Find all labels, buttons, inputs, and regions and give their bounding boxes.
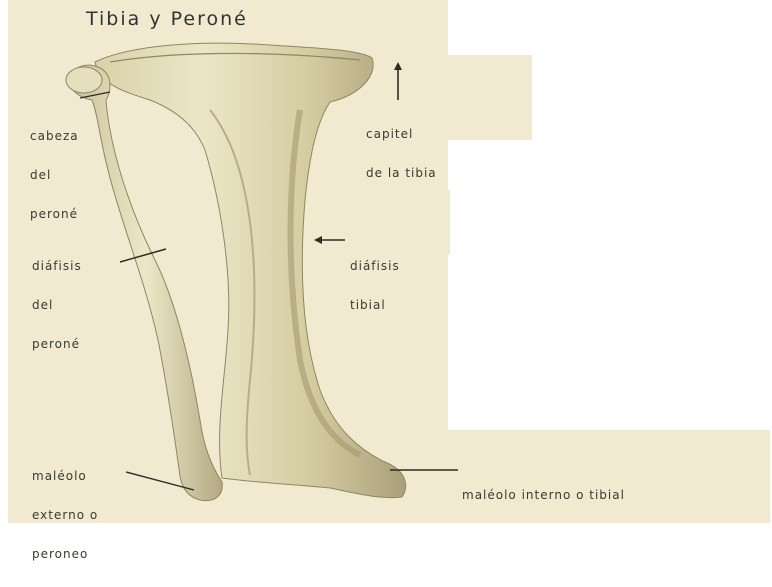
label-line: del	[30, 169, 79, 182]
label-maleolo-externo: maléolo externo o peroneo	[32, 444, 98, 587]
label-line: diáfisis	[32, 260, 82, 273]
label-line: externo o	[32, 509, 98, 522]
label-maleolo-interno: maléolo interno o tibial	[462, 463, 625, 528]
label-line: diáfisis	[350, 260, 400, 273]
label-line: del	[32, 299, 82, 312]
label-capitel-tibia: capitel de la tibia	[366, 102, 437, 206]
label-line: maléolo interno o tibial	[462, 489, 625, 502]
label-line: cabeza	[30, 130, 79, 143]
label-line: de la tibia	[366, 167, 437, 180]
label-line: peroné	[32, 338, 82, 351]
anatomy-plate: Tibia y Peroné cabeza del peroné capitel…	[0, 0, 772, 523]
label-diafisis-tibial: diáfisis tibial	[350, 234, 400, 338]
label-line: capitel	[366, 128, 437, 141]
label-line: peroneo	[32, 548, 98, 561]
label-line: maléolo	[32, 470, 98, 483]
diagram-title: Tibia y Peroné	[86, 8, 248, 30]
arrow-head-diafisis-tibial	[314, 236, 322, 244]
arrow-head-capitel	[394, 62, 402, 70]
label-cabeza-perone: cabeza del peroné	[30, 104, 79, 247]
label-line: peroné	[30, 208, 79, 221]
label-line: tibial	[350, 299, 400, 312]
fibula-head	[66, 67, 102, 93]
label-diafisis-perone: diáfisis del peroné	[32, 234, 82, 377]
